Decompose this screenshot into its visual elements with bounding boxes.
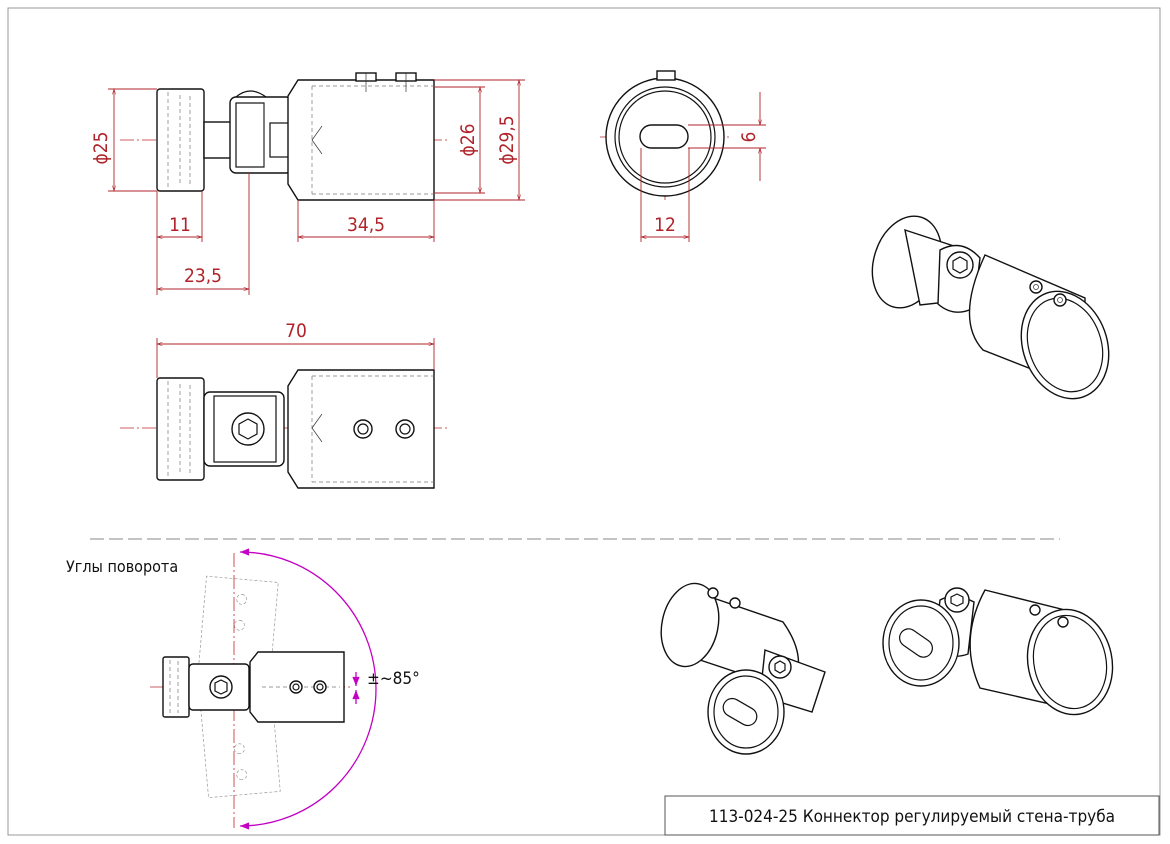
rotation-arc [239,548,377,830]
dim-d26: ϕ26 [457,123,479,156]
iso-view-main [871,215,1110,400]
iso-view-bottom-right [882,587,1114,716]
rotation-title: Углы поворота [66,557,178,576]
iso-view-bottom-left [660,582,826,755]
end-view [600,70,730,200]
sheet-frame [7,7,1161,836]
title-block-text: 113-024-25 Коннектор регулируемый стена-… [709,807,1115,827]
dim-d25: ϕ25 [90,131,112,164]
dim-d29-5: ϕ29,5 [496,115,518,164]
title-block [664,795,1160,836]
rotation-view [150,548,377,830]
dim-11: 11 [169,214,191,236]
top-view-dimensions: 70 [156,320,435,378]
dim-slot-6: 6 [738,132,760,143]
rotation-angle: ±~85° [367,669,420,689]
dim-slot-12: 12 [654,214,676,236]
top-view [120,369,450,489]
front-view-dimensions: ϕ25 ϕ26 ϕ29,5 11 23,5 34,5 [90,79,525,295]
dim-34-5: 34,5 [347,214,385,236]
front-view [120,72,450,201]
dim-23-5: 23,5 [184,265,222,287]
dim-70: 70 [285,320,307,342]
end-view-dimensions: 6 12 [640,92,766,242]
